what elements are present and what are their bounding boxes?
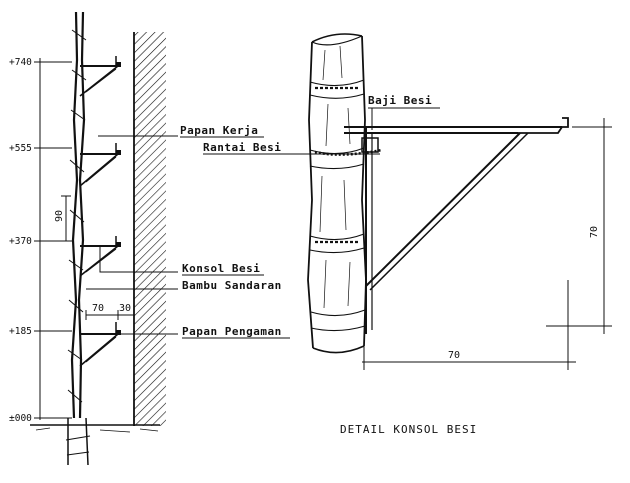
detail-title: DETAIL KONSOL BESI: [340, 423, 477, 436]
leader-lines-left: [86, 135, 178, 335]
width-dimensions: 70 30: [85, 303, 135, 320]
width-70-label: 70: [92, 303, 104, 314]
bracket-level-740: [79, 62, 121, 97]
bamboo-pole: [65, 11, 91, 466]
label-baji-besi: Baji Besi: [368, 94, 432, 107]
bracket-level-185: [79, 330, 121, 367]
elevation-view: +740 +555 +370 +185 ±000 90: [9, 11, 178, 466]
detail-iron-bracket: [314, 117, 569, 334]
label-papan-kerja: Papan Kerja: [180, 124, 258, 137]
wall-hatch: [134, 32, 166, 426]
detail-height-dimension: 70: [546, 118, 612, 334]
spacing-dimension-label: 90: [54, 210, 65, 222]
detail-width-label: 70: [448, 350, 460, 361]
elevation-185: +185: [9, 326, 32, 337]
label-papan-pengaman: Papan Pengaman: [182, 325, 282, 338]
label-bambu-sandaran: Bambu Sandaran: [182, 279, 282, 292]
detail-bamboo-column: [307, 33, 367, 354]
detail-view: Baji Besi 70 70 DETAIL KONSOL BESI: [307, 33, 612, 436]
width-30-label: 30: [119, 303, 131, 314]
detail-height-label: 70: [589, 226, 600, 238]
label-rantai-besi: Rantai Besi: [203, 141, 281, 154]
label-konsol-besi: Konsol Besi: [182, 262, 260, 275]
elevation-000: ±000: [9, 413, 32, 424]
elevation-555: +555: [9, 143, 32, 154]
elevation-740: +740: [9, 57, 32, 68]
bracket-level-555: [79, 150, 121, 187]
elevation-370: +370: [9, 236, 32, 247]
detail-width-dimension: 70: [362, 280, 576, 370]
